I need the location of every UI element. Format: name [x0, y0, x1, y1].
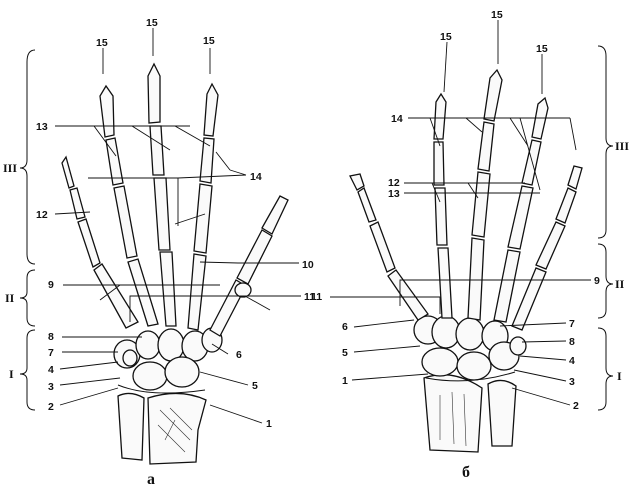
- figure-a: 15 15 15 13 14 12 10 9 11 8 7 4 3 2 6 5 …: [3, 17, 315, 488]
- caption-b: б: [462, 464, 470, 481]
- label-b-15-middle: 15: [491, 9, 503, 21]
- label-b-3: 3: [569, 376, 575, 388]
- fingers-a: [61, 62, 289, 337]
- region-a-II: II: [5, 291, 15, 305]
- label-a-9: 9: [48, 279, 54, 291]
- radius-bone: [147, 392, 207, 465]
- figure-b: 15 15 15 14 12 13 9 11 6 5 1 7 8 4 3 2 I…: [311, 9, 629, 481]
- label-a-15-middle: 15: [146, 17, 158, 29]
- label-a-13: 13: [36, 121, 48, 133]
- label-a-2: 2: [48, 401, 54, 413]
- label-a-15-index: 15: [203, 35, 215, 47]
- label-a-14: 14: [250, 171, 262, 183]
- region-braces-b: [597, 45, 614, 411]
- leaders-a: [54, 28, 301, 424]
- label-b-2: 2: [573, 400, 579, 412]
- label-b-11: 11: [311, 291, 322, 303]
- carpal-bones-a: [113, 327, 223, 394]
- region-a-I: I: [9, 367, 14, 381]
- caption-a: а: [147, 471, 155, 488]
- label-b-7: 7: [569, 318, 575, 330]
- region-a-III: III: [3, 161, 17, 175]
- label-a-15-ring: 15: [96, 37, 108, 49]
- label-a-8: 8: [48, 331, 54, 343]
- label-a-5: 5: [252, 380, 258, 392]
- label-a-4: 4: [48, 364, 54, 376]
- label-b-5: 5: [342, 347, 348, 359]
- label-b-4: 4: [569, 355, 575, 367]
- carpal-bones-b: [413, 315, 527, 382]
- label-a-11: 11: [304, 291, 315, 303]
- region-b-II: II: [615, 277, 625, 291]
- region-b-I: I: [617, 369, 622, 383]
- label-b-8: 8: [569, 336, 575, 348]
- label-b-14: 14: [391, 113, 403, 125]
- ulna-bone-b: [487, 379, 517, 447]
- label-a-12: 12: [36, 209, 48, 221]
- label-a-3: 3: [48, 381, 54, 393]
- label-b-1: 1: [342, 375, 348, 387]
- label-a-6: 6: [236, 349, 242, 361]
- ulna-bone: [117, 392, 145, 461]
- label-a-7: 7: [48, 347, 54, 359]
- label-b-12: 12: [388, 177, 400, 189]
- label-b-13: 13: [388, 188, 400, 200]
- leaders-b: [330, 20, 591, 406]
- label-b-15-index: 15: [440, 31, 452, 43]
- label-b-6: 6: [342, 321, 348, 333]
- fingers-b: [349, 68, 583, 331]
- label-b-9: 9: [594, 275, 600, 287]
- label-a-10: 10: [302, 259, 314, 271]
- label-a-1: 1: [266, 418, 272, 430]
- region-braces-a: [19, 49, 36, 411]
- region-b-III: III: [615, 139, 629, 153]
- label-b-15-ring: 15: [536, 43, 548, 55]
